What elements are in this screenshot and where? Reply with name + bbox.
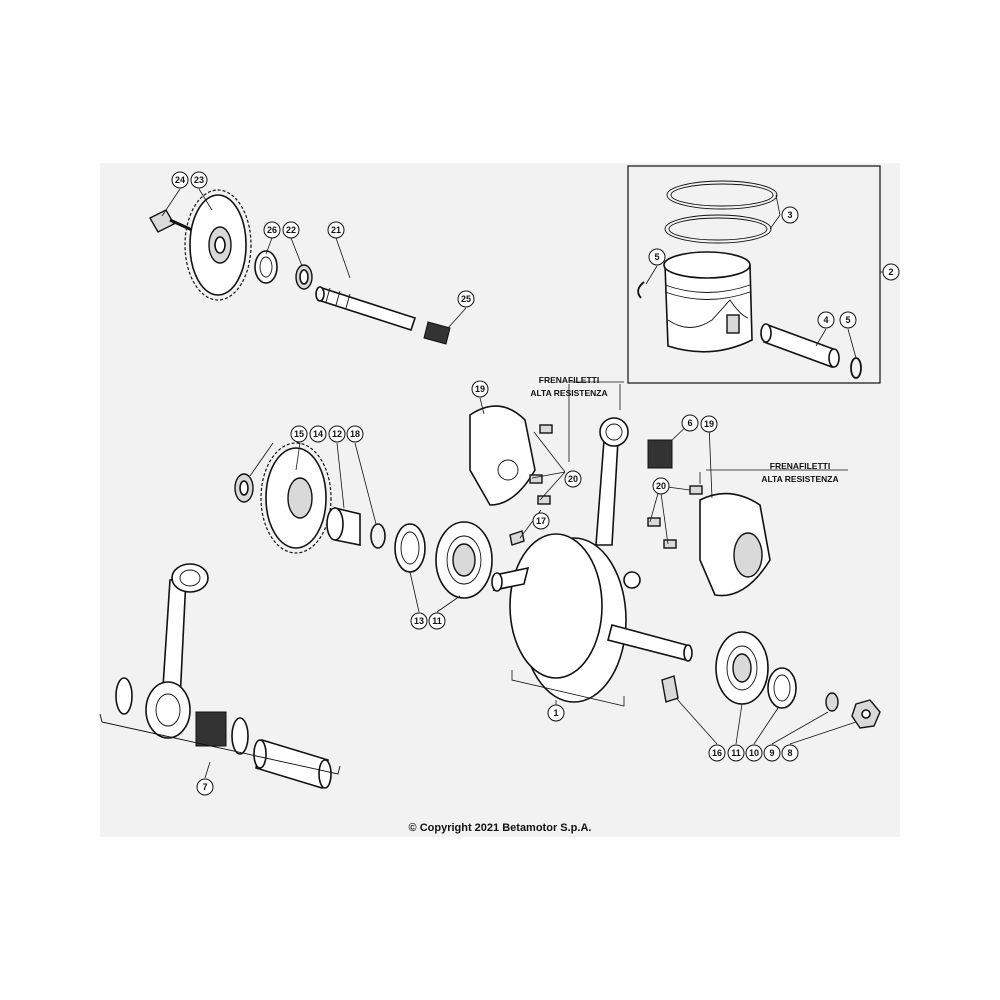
counterweight-right [647,485,771,597]
callout-bubble: 23 [190,171,208,189]
svg-text:11: 11 [731,748,741,758]
callout-bubble: 16 [708,744,726,762]
svg-text:19: 19 [475,384,485,394]
callout-bubble: 18 [346,425,364,443]
callout-bubble: 3 [781,206,799,224]
svg-text:9: 9 [769,748,774,758]
callout-bubble: 14 [309,425,327,443]
callout-bubble: 22 [282,221,300,239]
svg-text:16: 16 [712,748,722,758]
callout-bubble: 13 [410,612,428,630]
svg-text:18: 18 [350,429,360,439]
callout-bubble: 7 [196,778,214,796]
callout-bubble: 8 [781,744,799,762]
svg-text:21: 21 [331,225,341,235]
callout-bubble: 6 [681,414,699,432]
callout-bubble: 20 [652,477,670,495]
svg-text:23: 23 [194,175,204,185]
callout-bubble: 5 [839,311,857,329]
balancer-shaft-group [149,189,451,345]
svg-text:24: 24 [175,175,185,185]
callout-bubble: 11 [428,612,446,630]
callout-bubble: 24 [171,171,189,189]
callout-bubbles: 1 2 3 4 5 5 6 7 8 9 10 11 11 12 13 14 15… [171,171,900,796]
svg-text:13: 13 [414,616,424,626]
callout-bubble: 17 [532,512,550,530]
svg-text:12: 12 [332,429,342,439]
note-left-line-1: FRENAFILETTI [539,375,599,385]
callout-bubble: 4 [817,311,835,329]
svg-text:19: 19 [704,419,714,429]
crankshaft-group [234,442,881,729]
callout-bubble: 19 [700,415,718,433]
svg-text:11: 11 [432,616,442,626]
callout-bubble: 26 [263,221,281,239]
svg-text:7: 7 [202,782,207,792]
svg-text:20: 20 [656,481,666,491]
connecting-rod-kit [99,563,341,790]
svg-text:20: 20 [568,474,578,484]
svg-text:17: 17 [536,516,546,526]
svg-text:15: 15 [294,429,304,439]
callout-bubble: 10 [745,744,763,762]
svg-text:6: 6 [687,418,692,428]
counterweight-left [469,405,553,506]
svg-text:5: 5 [654,252,659,262]
svg-text:25: 25 [461,294,471,304]
callout-bubble: 20 [564,470,582,488]
connecting-rod-group [595,417,673,546]
callout-bubble: 5 [648,248,666,266]
svg-text:3: 3 [787,210,792,220]
callout-bubble: 21 [327,221,345,239]
note-left: FRENAFILETTI ALTA RESISTENZA [530,375,607,398]
svg-text:5: 5 [845,315,850,325]
svg-text:14: 14 [313,429,323,439]
callout-bubble: 12 [328,425,346,443]
svg-text:8: 8 [787,748,792,758]
callout-bubble: 11 [727,744,745,762]
svg-text:2: 2 [888,267,893,277]
note-left-line-2: ALTA RESISTENZA [530,388,607,398]
callout-bubble: 19 [471,380,489,398]
callout-bubble: 25 [457,290,475,308]
svg-text:22: 22 [286,225,296,235]
svg-text:4: 4 [823,315,828,325]
callout-bubble: 15 [290,425,308,443]
note-right-line-2: ALTA RESISTENZA [761,474,838,484]
callout-bubble: 1 [547,704,565,722]
svg-text:1: 1 [553,708,558,718]
note-right-line-1: FRENAFILETTI [770,461,830,471]
copyright-text: © Copyright 2021 Betamotor S.p.A. [408,822,592,834]
callout-bubble: 2 [882,263,900,281]
piston-group [627,165,886,384]
svg-text:26: 26 [267,225,277,235]
svg-text:10: 10 [749,748,759,758]
note-right: FRENAFILETTI ALTA RESISTENZA [761,461,838,484]
callout-bubble: 9 [763,744,781,762]
